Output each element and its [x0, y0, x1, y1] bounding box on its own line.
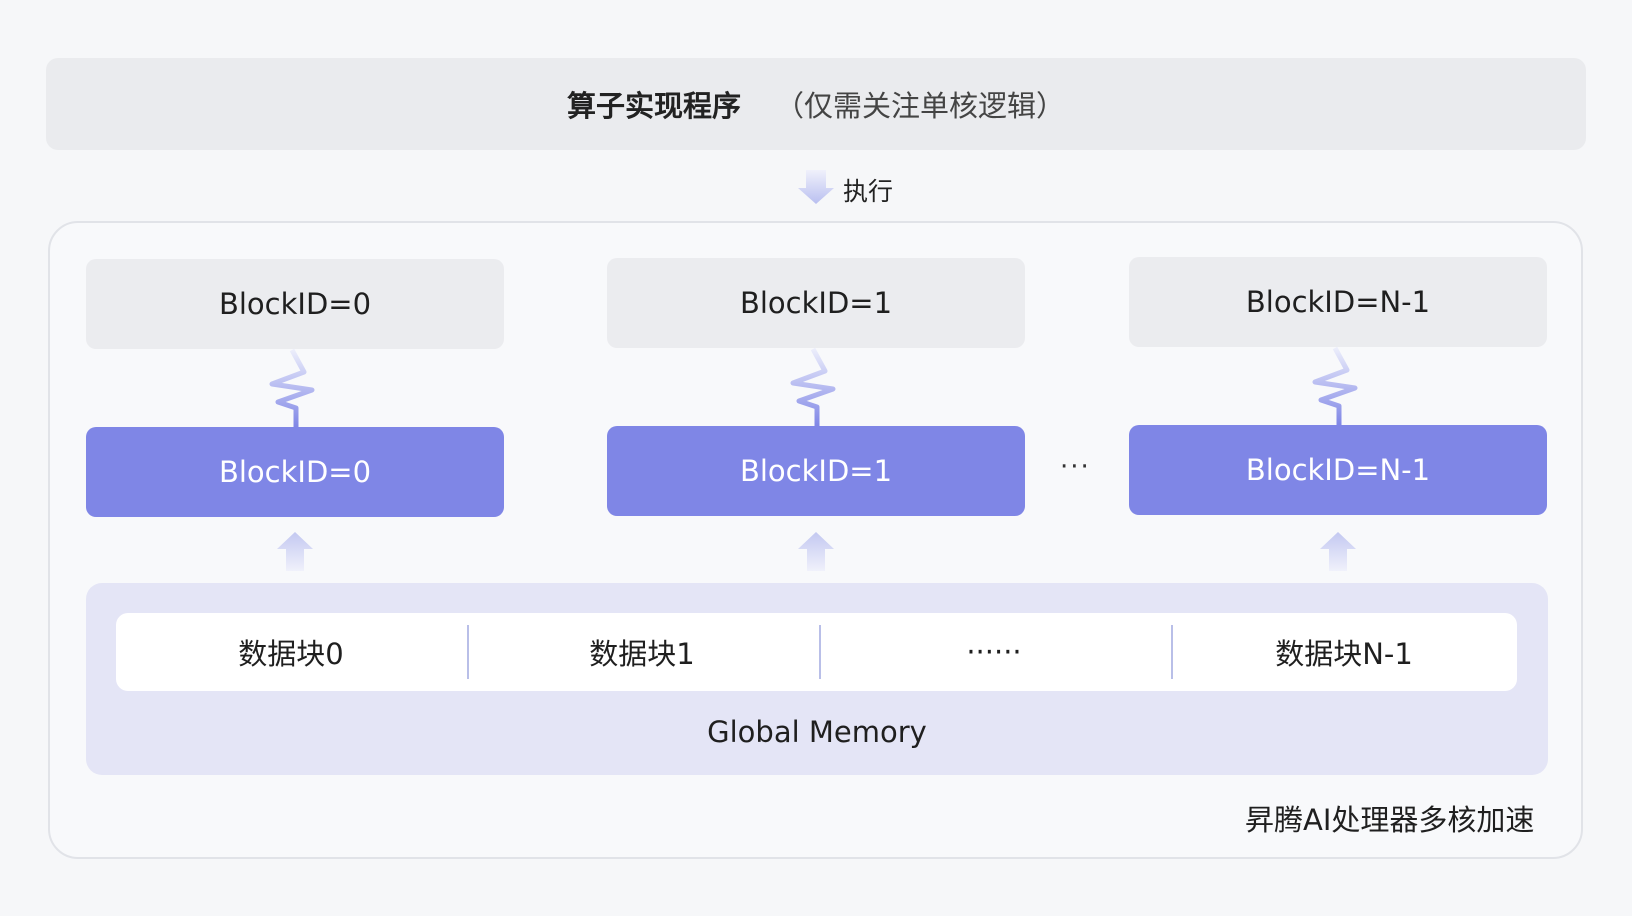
chunk-divider	[819, 625, 821, 679]
global-memory-label: Global Memory	[707, 715, 927, 749]
down-arrow-icon	[798, 170, 834, 204]
program-block-label: BlockID=N-1	[1245, 285, 1431, 319]
lightning-link-icon	[269, 348, 315, 427]
data-chunk-n-1: 数据块N-1	[1275, 637, 1413, 671]
core-block-n-1: BlockID=N-1	[1129, 425, 1547, 515]
execute-label: 执行	[843, 177, 894, 206]
program-subtitle: （仅需关注单核逻辑）	[775, 89, 1066, 123]
program-block-label: BlockID=1	[739, 286, 893, 320]
chunk-divider	[467, 625, 469, 679]
data-chunk-strip	[116, 613, 1517, 691]
core-ellipsis: ···	[1060, 452, 1091, 482]
program-block-0: BlockID=0	[86, 259, 504, 349]
lightning-link-icon	[790, 347, 836, 426]
core-block-label: BlockID=0	[218, 455, 372, 489]
program-block-label: BlockID=0	[218, 287, 372, 321]
data-chunk-ellipsis: ······	[966, 635, 1022, 669]
program-block-1: BlockID=1	[607, 258, 1025, 348]
program-bar-title: 算子实现程序 （仅需关注单核逻辑）	[46, 58, 1586, 150]
up-arrow-icon	[277, 532, 313, 571]
program-title: 算子实现程序	[566, 89, 741, 123]
chunk-divider	[1171, 625, 1173, 679]
core-block-0: BlockID=0	[86, 427, 504, 517]
processor-label: 昇腾AI处理器多核加速	[1245, 803, 1535, 837]
up-arrow-icon	[798, 532, 834, 571]
program-bar	[46, 58, 1586, 150]
lightning-link-icon	[1312, 346, 1358, 425]
data-chunk-0: 数据块0	[238, 637, 344, 671]
core-block-label: BlockID=1	[739, 454, 893, 488]
data-chunk-1: 数据块1	[589, 637, 695, 671]
core-block-1: BlockID=1	[607, 426, 1025, 516]
up-arrow-icon	[1320, 532, 1356, 571]
core-block-label: BlockID=N-1	[1245, 453, 1431, 487]
program-block-n-1: BlockID=N-1	[1129, 257, 1547, 347]
